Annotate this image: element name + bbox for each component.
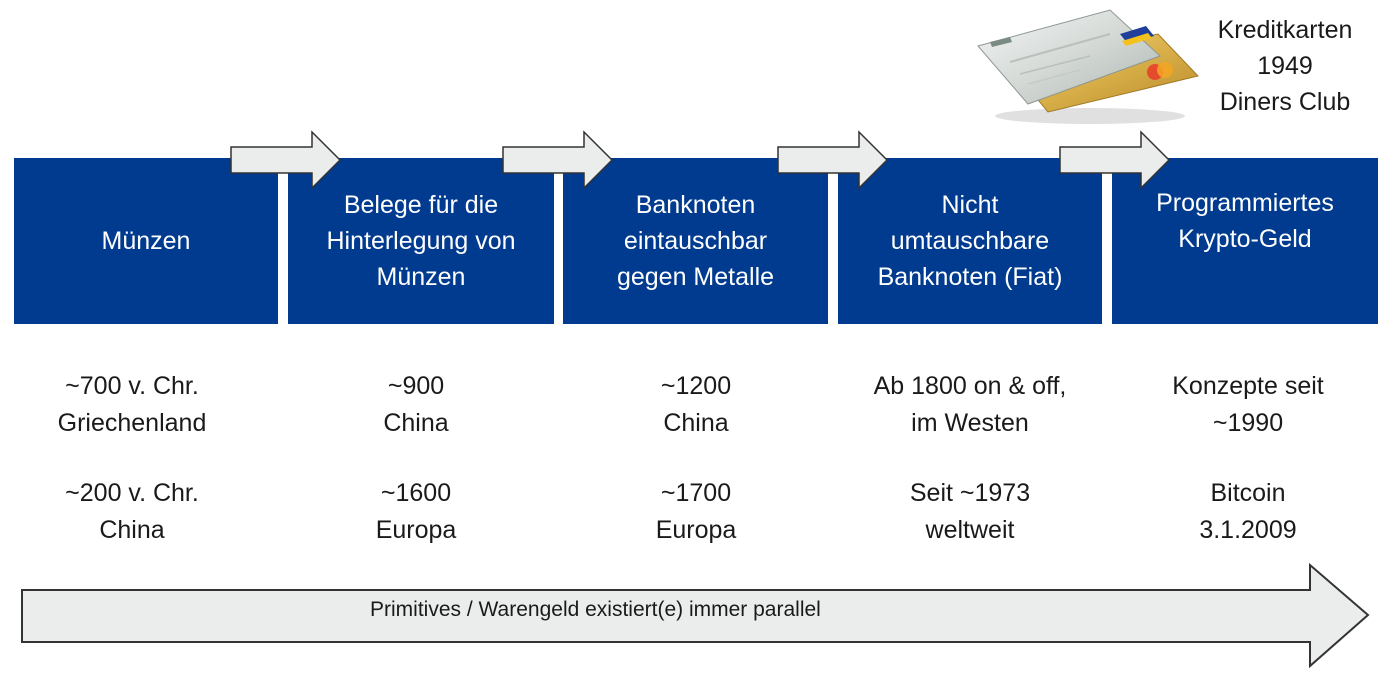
detail-line: weltweit xyxy=(925,516,1015,544)
detail-entry: ~1700 Europa xyxy=(566,475,826,549)
detail-line: China xyxy=(99,516,165,544)
detail-line: ~700 v. Chr. xyxy=(65,372,199,400)
detail-entry: ~900 China xyxy=(286,368,546,442)
detail-line: Seit ~1973 xyxy=(909,479,1031,507)
detail-line: ~900 xyxy=(387,372,445,400)
credit-cards-line: 1949 xyxy=(1257,52,1313,80)
stage-label-line: Münzen xyxy=(376,263,466,291)
timeline-arrow-icon xyxy=(21,562,1370,669)
detail-column: ~900 China ~1600 Europa xyxy=(286,368,546,549)
detail-line: ~1600 xyxy=(380,479,452,507)
detail-entry: Konzepte seit ~1990 xyxy=(1118,368,1378,442)
stage-label-line: Banknoten (Fiat) xyxy=(877,263,1063,291)
credit-cards-label: Kreditkarten 1949 Diners Club xyxy=(1195,12,1375,120)
detail-column: Ab 1800 on & off, im Westen Seit ~1973 w… xyxy=(840,368,1100,549)
detail-entry: Ab 1800 on & off, im Westen xyxy=(840,368,1100,442)
stage-box-belege: Belege für die Hinterlegung von Münzen xyxy=(288,158,554,324)
credit-cards-line: Diners Club xyxy=(1219,88,1351,116)
stage-label-line: Banknoten xyxy=(635,191,756,219)
stage-box-fiat: Nicht umtauschbare Banknoten (Fiat) xyxy=(838,158,1102,324)
detail-entry: Bitcoin 3.1.2009 xyxy=(1118,475,1378,549)
detail-line: Griechenland xyxy=(57,409,207,437)
detail-column: ~700 v. Chr. Griechenland ~200 v. Chr. C… xyxy=(2,368,262,549)
stage-label-line: umtauschbare xyxy=(890,227,1050,255)
detail-line: Europa xyxy=(375,516,457,544)
credit-card-image xyxy=(977,9,1199,124)
detail-line: ~1990 xyxy=(1212,409,1284,437)
stage-label-line: Hinterlegung von xyxy=(326,227,516,255)
stage-label-line: Programmiertes xyxy=(1156,189,1334,217)
detail-line: Ab 1800 on & off, xyxy=(873,372,1067,400)
detail-entry: ~1200 China xyxy=(566,368,826,442)
detail-line: ~1700 xyxy=(660,479,732,507)
detail-entry: ~700 v. Chr. Griechenland xyxy=(2,368,262,442)
detail-line: ~1200 xyxy=(660,372,732,400)
detail-line: Bitcoin xyxy=(1210,479,1286,507)
timeline-label: Primitives / Warengeld existiert(e) imme… xyxy=(370,598,821,621)
detail-entry: ~200 v. Chr. China xyxy=(2,475,262,549)
detail-line: ~200 v. Chr. xyxy=(65,479,199,507)
detail-line: im Westen xyxy=(911,409,1029,437)
stage-label-line: Münzen xyxy=(101,227,191,255)
detail-column: ~1200 China ~1700 Europa xyxy=(566,368,826,549)
detail-line: China xyxy=(383,409,449,437)
detail-line: 3.1.2009 xyxy=(1199,516,1297,544)
detail-line: Europa xyxy=(655,516,737,544)
transition-arrow-icon xyxy=(1059,130,1171,190)
detail-entry: ~1600 Europa xyxy=(286,475,546,549)
credit-cards-line: Kreditkarten xyxy=(1217,16,1353,44)
detail-entry: Seit ~1973 weltweit xyxy=(840,475,1100,549)
stage-label-line: gegen Metalle xyxy=(616,263,775,291)
stage-label-line: eintauschbar xyxy=(623,227,768,255)
stage-label-line: Nicht xyxy=(941,191,999,219)
stage-box-banknoten-eintauschbar: Banknoten eintauschbar gegen Metalle xyxy=(563,158,828,324)
stage-label-line: Krypto-Geld xyxy=(1178,225,1312,253)
transition-arrow-icon xyxy=(777,130,889,190)
stage-label-line: Belege für die xyxy=(343,191,499,219)
transition-arrow-icon xyxy=(502,130,614,190)
detail-column: Konzepte seit ~1990 Bitcoin 3.1.2009 xyxy=(1118,368,1378,549)
transition-arrow-icon xyxy=(230,130,342,190)
detail-line: Konzepte seit xyxy=(1172,372,1324,400)
detail-line: China xyxy=(663,409,729,437)
stage-box-muenzen: Münzen xyxy=(14,158,278,324)
stage-box-krypto: Programmiertes Krypto-Geld xyxy=(1112,158,1378,324)
